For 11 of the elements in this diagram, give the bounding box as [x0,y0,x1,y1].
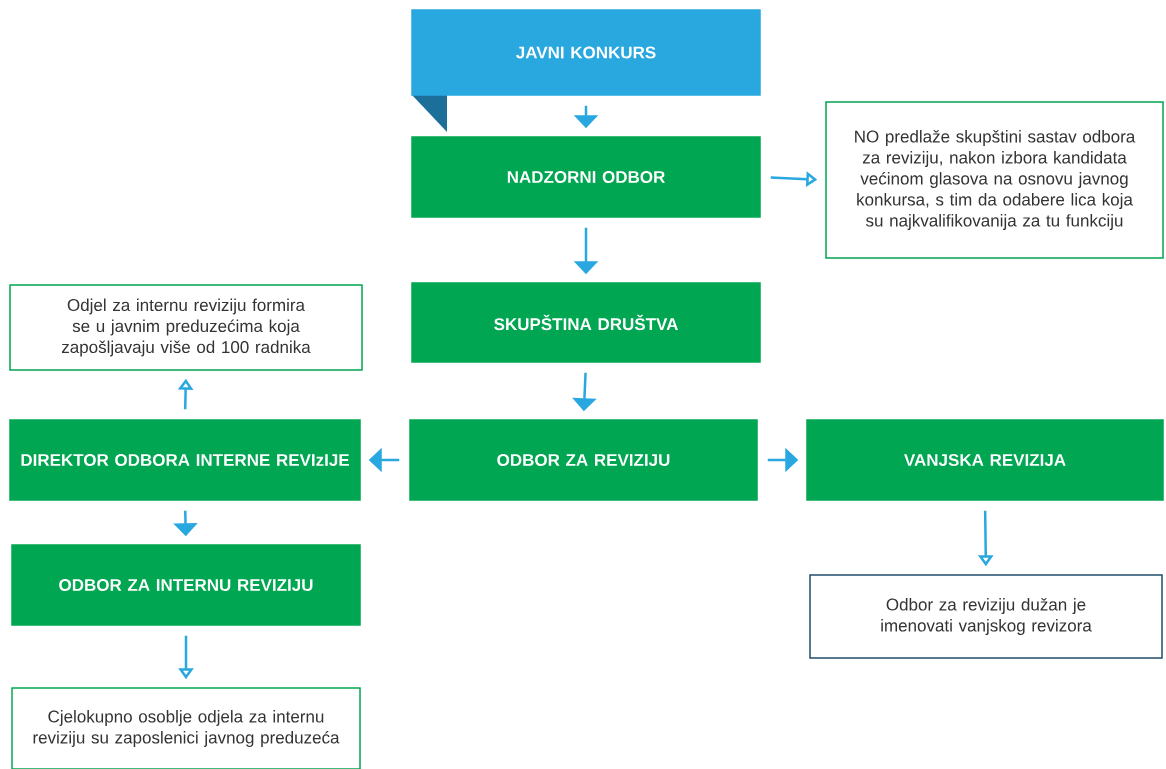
process-box: DIREKTOR ODBORA INTERNE REVIzIJE [9,419,361,501]
note-box: Cjelokupno osoblje odjela za internu reviziju su zaposlenici javnog preduzeća [11,687,361,769]
note-box: Odjel za internu reviziju formira se u javnim preduzećima koja zapošljavaju više od 100 radnika [9,284,363,371]
process-box: ODBOR ZA INTERNU REVIZIJU [11,544,361,626]
note-box: NO predlaže skupštini sastav odbora za reviziju, nakon izbora kandidata većinom glasova na osnovu javnog konkursa, s tim da odabere lica koja su najkvalifikovanija za tu funkciju [825,101,1164,259]
process-box: SKUPŠTINA DRUŠTVA [411,282,761,363]
note-box: Odbor za reviziju dužan je imenovati vanjskog revizora [809,574,1163,659]
process-box: ODBOR ZA REVIZIJU [409,419,758,501]
process-box: NADZORNI ODBOR [411,136,761,218]
process-box: VANJSKA REVIZIJA [806,419,1164,501]
banner-box: JAVNI KONKURS [411,9,761,96]
